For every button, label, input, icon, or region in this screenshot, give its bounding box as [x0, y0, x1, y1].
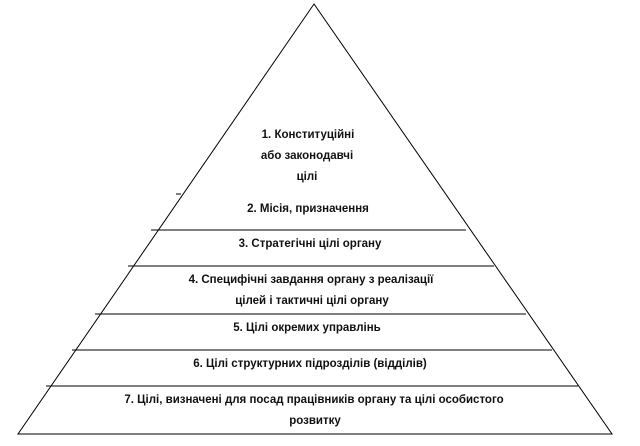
level-1-line-2: або законодавчі	[261, 150, 353, 162]
level-5: 5. Цілі окремих управлінь	[233, 322, 381, 334]
level-3-line-1: 3. Стратегічні цілі органу	[239, 238, 382, 250]
level-3: 3. Стратегічні цілі органу	[239, 238, 382, 250]
level-5-line-1: 5. Цілі окремих управлінь	[233, 322, 381, 334]
level-2-line-1: 2. Місія, призначення	[247, 203, 369, 215]
level-6-line-1: 6. Цілі структурних підрозділів (відділі…	[193, 358, 427, 370]
level-1: 1. Конституційні або законодавчі цілі	[261, 129, 355, 183]
level-4: 4. Специфічні завдання органу з реалізац…	[189, 274, 435, 307]
level-2: 2. Місія, призначення	[247, 203, 369, 215]
level-7-line-2: розвитку	[289, 415, 341, 427]
level-6: 6. Цілі структурних підрозділів (відділі…	[193, 358, 427, 370]
pyramid-outline	[17, 3, 613, 435]
level-1-line-3: цілі	[297, 171, 318, 183]
level-1-line-1: 1. Конституційні	[262, 129, 355, 141]
level-4-line-1: 4. Специфічні завдання органу з реалізац…	[189, 274, 435, 286]
level-4-line-2: цілей і тактичні цілі органу	[235, 295, 389, 307]
level-7: 7. Цілі, визначені для посад працівників…	[124, 394, 503, 427]
level-7-line-1: 7. Цілі, визначені для посад працівників…	[124, 394, 503, 406]
